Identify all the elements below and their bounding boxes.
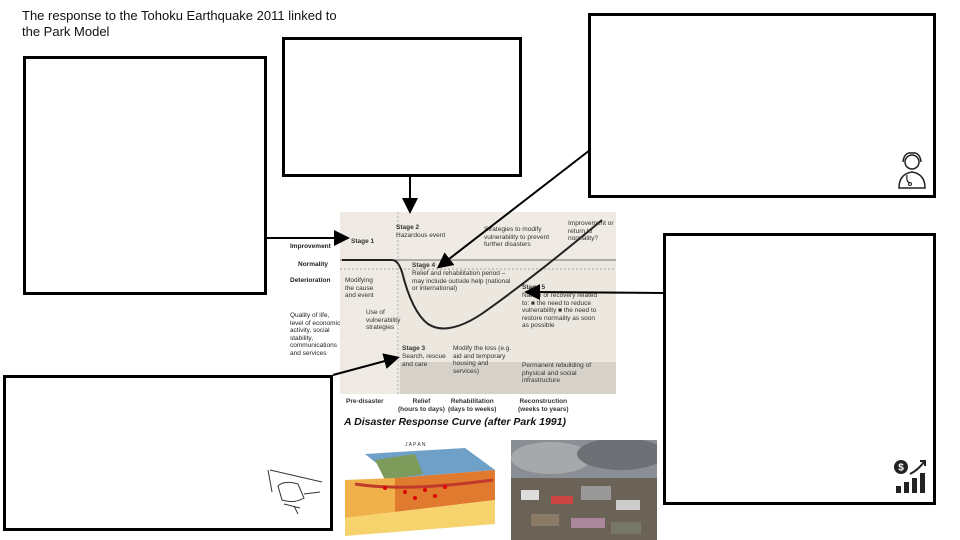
page-title: The response to the Tohoku Earthquake 20… xyxy=(22,8,337,39)
permanent-annotation: Permanent rebuilding of physical and soc… xyxy=(522,362,592,384)
strategies-annotation: Strategies to modify vulnerability to pr… xyxy=(484,226,550,248)
phase-rehabilitation: Rehabilitation(days to weeks) xyxy=(448,398,497,413)
modify-loss-annotation: Modify the loss (e.g. aid and temporary … xyxy=(453,345,512,375)
stage4-text: Relief and rehabilitation period – may i… xyxy=(412,270,511,292)
stage3-title: Stage 3 xyxy=(402,345,426,352)
park-curve-svg xyxy=(340,212,616,394)
quality-of-life-note: Quality of life, level of economic activ… xyxy=(290,312,341,357)
stage1-label: Stage 1 xyxy=(351,238,375,245)
rescue-helicopter-icon xyxy=(264,464,326,521)
stage3-text: Search, rescue and care xyxy=(402,353,446,368)
normality-label: Normality xyxy=(298,261,328,268)
park-model-figure: Stage 1 Stage 2 Hazardous event Modifyin… xyxy=(340,212,616,394)
japan-label: J A P A N xyxy=(405,442,426,448)
response-curve xyxy=(342,219,603,330)
doctor-icon xyxy=(896,150,928,195)
stage5-text: Nature of recovery related to: ■ the nee… xyxy=(522,292,598,329)
stage2-title: Stage 2 xyxy=(396,224,420,231)
phase-pre-disaster: Pre-disaster xyxy=(346,398,384,405)
tsunami-damage-photo xyxy=(511,440,657,540)
improvement-label: Improvement xyxy=(290,243,331,250)
stage2-text: Hazardous event xyxy=(396,232,446,239)
text-box-top-middle[interactable] xyxy=(282,37,522,177)
improvement-return-annotation: Improvement or return to normality? xyxy=(568,220,614,242)
tectonic-diagram-image: J A P A N xyxy=(345,440,497,538)
stage5-title: Stage 5 xyxy=(522,284,546,291)
text-box-top-right[interactable] xyxy=(588,13,936,198)
text-box-bottom-left[interactable] xyxy=(3,375,333,531)
modify-cause-annotation: Modifying the cause and event xyxy=(345,277,374,299)
phase-reconstruction: Reconstruction(weeks to years) xyxy=(518,398,569,413)
vulnerability-annotation: Use of vulnerability strategies xyxy=(366,309,401,331)
text-box-right[interactable] xyxy=(663,233,936,505)
park-model-caption: A Disaster Response Curve (after Park 19… xyxy=(344,416,566,428)
phase-relief: Relief(hours to days) xyxy=(398,398,445,413)
deterioration-label: Deterioration xyxy=(290,277,331,284)
stage4-title: Stage 4 xyxy=(412,262,436,269)
svg-text:$: $ xyxy=(898,463,904,474)
text-box-left[interactable] xyxy=(23,56,267,295)
money-growth-icon: $ xyxy=(892,458,928,499)
